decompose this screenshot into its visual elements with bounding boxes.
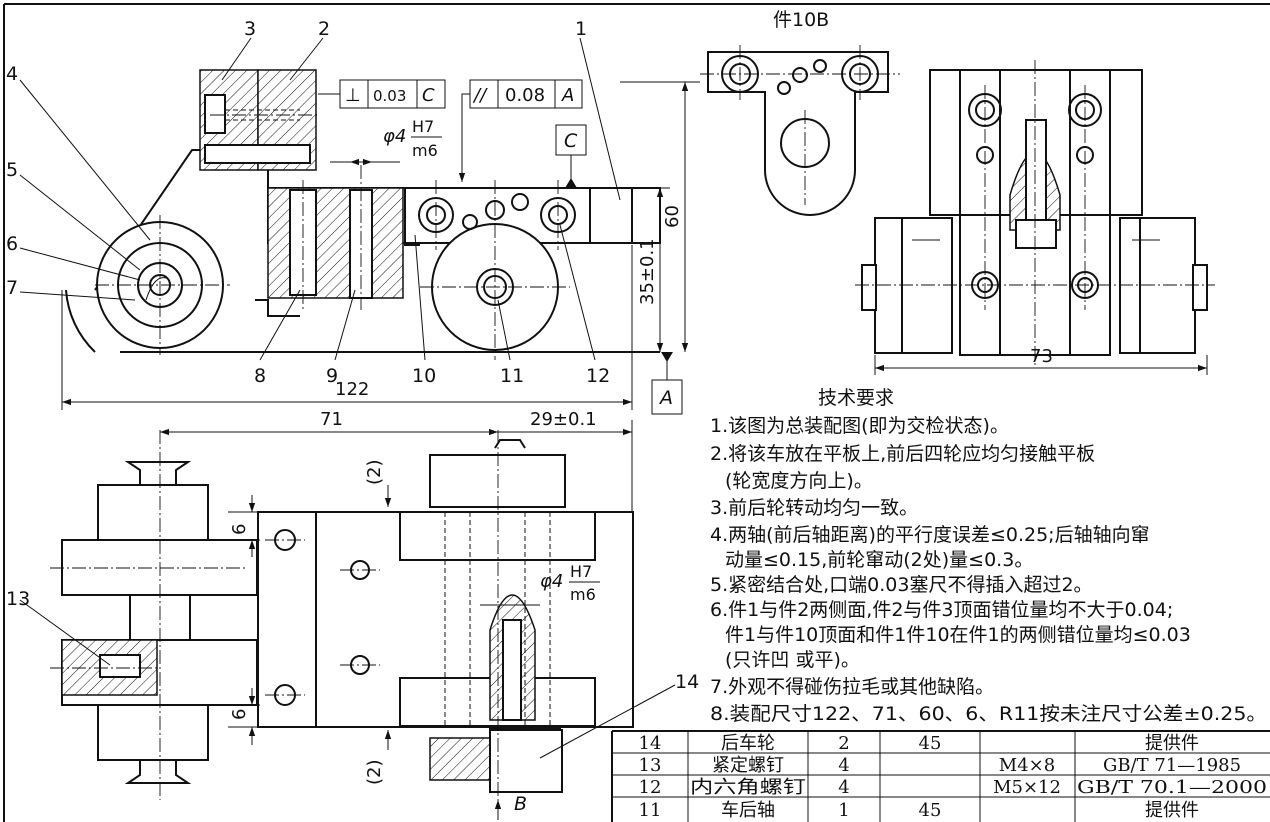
perp-value: 0.03: [373, 87, 406, 105]
front-view-dimensions: [61, 81, 700, 410]
side-view: [855, 60, 1215, 375]
requirement-line: 8.装配尺寸122、71、60、6、R11按未注尺寸公差±0.25。: [710, 703, 1267, 725]
requirement-line: 1.该图为总装配图(即为交检状态)。: [710, 415, 1009, 437]
bom-no: 11: [639, 800, 662, 821]
part-label-11: 11: [500, 365, 524, 387]
part-10-view-b: [700, 45, 900, 216]
bom-qty: 1: [838, 800, 849, 821]
bom-no: 13: [639, 755, 662, 776]
fit-shaft-top: m6: [412, 141, 438, 160]
datum-a-label: A: [658, 387, 673, 409]
part-label-13: 13: [6, 588, 30, 610]
bom-row: 14 后车轮 2 45 提供件: [639, 733, 1199, 754]
bom-material: 45: [919, 733, 942, 754]
bom-qty: 4: [838, 777, 849, 798]
bom-no: 14: [639, 733, 662, 754]
requirement-line: 7.外观不得碰伤拉毛或其他缺陷。: [710, 676, 994, 698]
dim-2-bottom: (2): [364, 760, 385, 786]
bom-qty: 2: [838, 733, 849, 754]
part-label-9: 9: [326, 365, 338, 387]
view-b-label: 件10B: [773, 9, 829, 31]
fit-prefix-lower: φ4: [540, 571, 563, 592]
dim-60: 60: [662, 205, 683, 228]
top-view: [50, 430, 634, 805]
fit-prefix-top: φ4: [383, 126, 406, 147]
part-label-10: 10: [412, 365, 436, 387]
bom-row: 13 紧定螺钉 4 M4×8 GB/T 71—1985: [639, 755, 1242, 776]
bom-qty: 4: [838, 755, 849, 776]
part-label-7: 7: [6, 277, 18, 299]
bom-note: 提供件: [1145, 800, 1199, 821]
part-label-3: 3: [244, 18, 256, 40]
fit-hole-lower: H7: [570, 562, 592, 581]
datum-a: [651, 352, 683, 415]
bom-table: [611, 730, 1270, 822]
dim-2-top: (2): [364, 460, 385, 486]
bom-spec: M5×12: [993, 777, 1061, 798]
perp-datum: C: [422, 85, 435, 106]
part-label-4: 4: [6, 63, 18, 85]
dim-71: 71: [320, 409, 343, 430]
bom-name: 紧定螺钉: [712, 755, 784, 776]
part-label-2: 2: [318, 18, 330, 40]
bom-row: 12 内六角螺钉 4 M5×12 GB/T 70.1—2000: [639, 777, 1267, 798]
par-value: 0.08: [505, 85, 545, 106]
front-view-leaders: [19, 37, 621, 361]
datum-c: [555, 124, 587, 188]
fit-annotation-top: φ4 H7 m6: [330, 117, 442, 166]
fit-shaft-lower: m6: [570, 585, 596, 604]
bom-note: 提供件: [1145, 733, 1199, 754]
bom-material: 45: [919, 800, 942, 821]
bom-name: 后车轮: [721, 733, 775, 754]
part-label-5: 5: [6, 159, 18, 181]
requirement-line: (轮宽度方向上)。: [725, 470, 873, 492]
dim-6-top: 6: [229, 524, 250, 535]
fit-annotation-lower: φ4 H7 m6: [540, 562, 600, 604]
part-label-14: 14: [675, 671, 699, 693]
dim-29: 29±0.1: [530, 409, 597, 430]
perpendicularity-frame: [318, 79, 446, 109]
part-label-12: 12: [586, 365, 610, 387]
bom-spec: M4×8: [999, 755, 1055, 776]
bom-note: GB/T 71—1985: [1103, 755, 1241, 776]
view-b-arrow-label: B: [514, 793, 527, 815]
dim-35: 35±0.1: [637, 238, 658, 305]
dim-122: 122: [335, 379, 369, 400]
bom-row: 11 车后轴 1 45 提供件: [639, 800, 1199, 821]
technical-requirements: 技术要求 1.该图为总装配图(即为交检状态)。 2.将该车放在平板上,前后四轮应…: [710, 387, 1267, 725]
dim-6-bottom: 6: [229, 709, 250, 720]
part-label-8: 8: [254, 365, 266, 387]
requirement-line: 4.两轴(前后轴距离)的平行度误差≤0.25;后轴轴向窜: [710, 524, 1150, 546]
requirement-line: 2.将该车放在平板上,前后四轮应均匀接触平板: [710, 443, 1095, 465]
bom-no: 12: [639, 777, 662, 798]
bom-name: 内六角螺钉: [690, 777, 806, 798]
part-label-1: 1: [575, 18, 587, 40]
requirement-line: 3.前后轮转动均匀一致。: [710, 497, 918, 519]
drawing-frame: [3, 3, 1270, 822]
requirements-title: 技术要求: [818, 387, 894, 409]
front-view: [65, 69, 661, 360]
requirement-line: 件1与件10顶面和件1件10在件1的两侧错位量均≤0.03: [725, 624, 1191, 646]
dim-73: 73: [1030, 346, 1053, 367]
requirement-line: (只许凹 或平)。: [725, 649, 860, 671]
requirement-line: 5.紧密结合处,口端0.03塞尺不得插入超过2。: [710, 574, 1093, 596]
top-view-dimensions: [19, 420, 676, 820]
bom-name: 车后轴: [721, 800, 775, 821]
par-datum: A: [561, 85, 574, 106]
perp-symbol: ⊥: [345, 85, 361, 106]
bom-note: GB/T 70.1—2000: [1077, 777, 1267, 798]
requirement-line: 6.件1与件2两侧面,件2与件3顶面错位量均不大于0.04;: [710, 599, 1173, 621]
datum-c-label: C: [564, 130, 578, 152]
par-symbol: //: [472, 85, 488, 106]
fit-hole-top: H7: [412, 117, 434, 136]
parallelism-frame: [458, 79, 583, 182]
requirement-line: 动量≤0.15,前轮窜动(2处)量≤0.3。: [725, 549, 1033, 571]
part-label-6: 6: [6, 233, 18, 255]
